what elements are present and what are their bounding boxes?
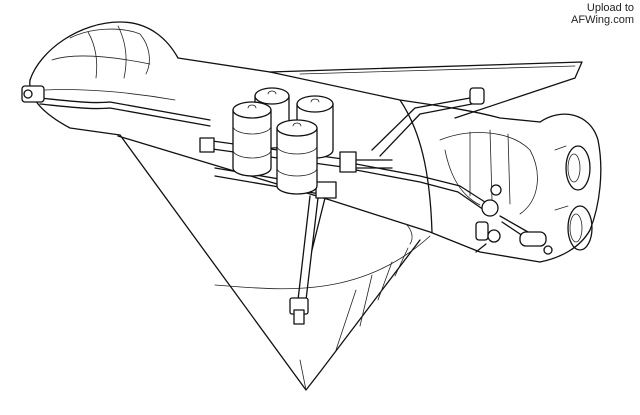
right-wing [269,61,583,119]
tank-front-left [232,101,272,177]
tank-front-right [276,119,318,195]
watermark: Upload to AFWing.com [571,2,634,26]
piping-system [21,85,553,325]
left-wing [119,134,431,391]
fuselage [29,21,541,263]
tail-section [399,99,602,263]
watermark-line-1: Upload to [586,2,634,14]
propellant-tanks [232,87,334,195]
watermark-line-2: AFWing.com [571,14,634,26]
